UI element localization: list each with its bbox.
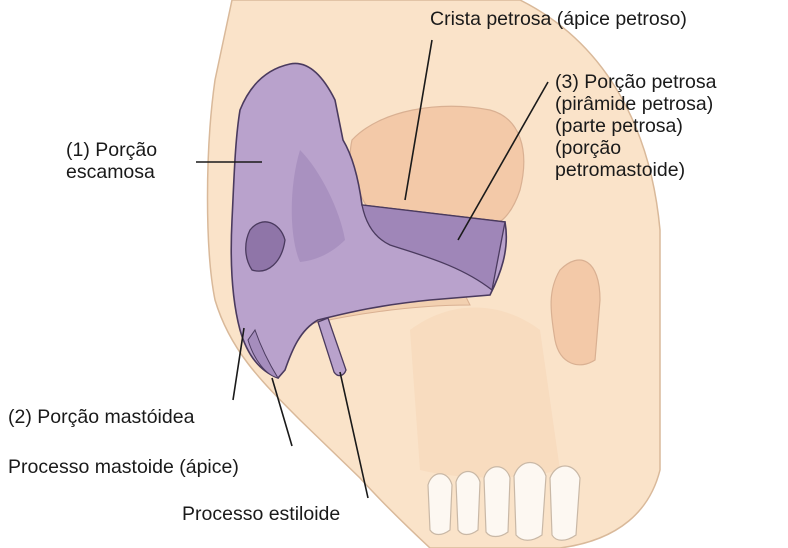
label-processo-estiloide: Processo estiloide	[182, 503, 340, 525]
label-porcao-escamosa-line-1: (1) Porção	[66, 139, 157, 161]
label-porcao-petrosa-line-5: petromastoide)	[555, 159, 717, 181]
label-porcao-petrosa-line-1: (3) Porção petrosa	[555, 71, 717, 93]
label-porcao-mastoidea: (2) Porção mastóidea	[8, 406, 194, 428]
label-porcao-petrosa-line-3: (parte petrosa)	[555, 115, 717, 137]
label-crista-petrosa: Crista petrosa (ápice petroso)	[430, 8, 687, 30]
nasal-aperture	[551, 260, 600, 365]
label-porcao-petrosa-line-2: (pirâmide petrosa)	[555, 93, 717, 115]
label-porcao-petrosa-line-4: (porção	[555, 137, 717, 159]
label-porcao-escamosa-line-2: escamosa	[66, 161, 157, 183]
label-porcao-petrosa: (3) Porção petrosa (pirâmide petrosa) (p…	[555, 71, 717, 181]
label-processo-mastoide: Processo mastoide (ápice)	[8, 456, 239, 478]
label-porcao-escamosa: (1) Porção escamosa	[66, 139, 157, 183]
maxilla-shade	[410, 308, 560, 478]
